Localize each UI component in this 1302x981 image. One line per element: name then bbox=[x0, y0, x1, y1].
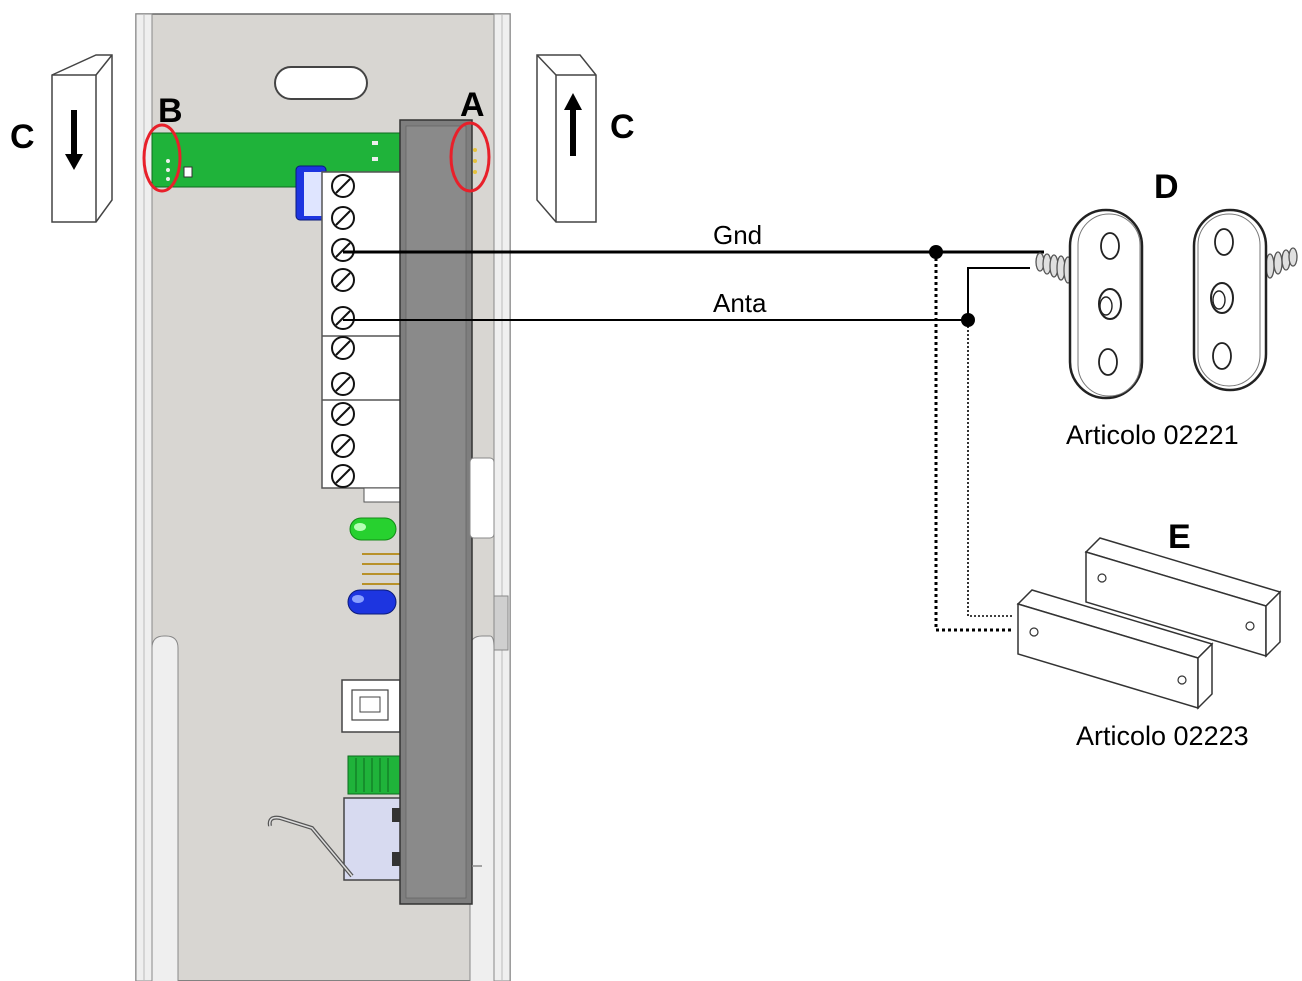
highlight-a bbox=[449, 121, 491, 193]
wire-gnd bbox=[343, 245, 1044, 259]
article-e-label: Articolo 02223 bbox=[1076, 721, 1249, 751]
terminal-screw bbox=[331, 206, 355, 230]
pcb-board bbox=[151, 132, 403, 221]
led-blue bbox=[347, 589, 397, 615]
terminal-screw bbox=[331, 268, 355, 292]
terminal-screw bbox=[331, 174, 355, 198]
highlight-b bbox=[142, 123, 182, 193]
contact-d-left bbox=[1035, 208, 1144, 400]
magnet-left bbox=[51, 54, 113, 223]
relay-module bbox=[343, 797, 403, 881]
label-e: E bbox=[1168, 518, 1191, 556]
pin-header bbox=[362, 553, 400, 585]
terminal-screws bbox=[331, 174, 355, 488]
arrow-up-icon bbox=[564, 93, 582, 156]
terminal-screw bbox=[331, 372, 355, 396]
terminal-screw bbox=[331, 336, 355, 360]
label-d: D bbox=[1154, 168, 1179, 206]
terminal-screw bbox=[331, 434, 355, 458]
terminal-screw bbox=[331, 402, 355, 426]
label-c-right: C bbox=[610, 108, 635, 146]
label-a: A bbox=[460, 86, 485, 124]
wire-dotted-e bbox=[934, 258, 1014, 632]
spring-clip bbox=[267, 815, 354, 878]
contact-d-right bbox=[1192, 208, 1298, 392]
heatsink bbox=[347, 755, 401, 795]
article-d-label: Articolo 02221 bbox=[1066, 420, 1239, 450]
arrow-down-icon bbox=[65, 110, 83, 170]
usb-connector bbox=[341, 679, 401, 733]
wire-label-gnd: Gnd bbox=[713, 220, 762, 250]
terminal-screw bbox=[331, 306, 355, 330]
terminal-screw bbox=[331, 464, 355, 488]
magnet-right bbox=[536, 54, 597, 223]
wire-anta bbox=[343, 267, 1030, 327]
terminal-screw bbox=[331, 238, 355, 262]
label-b: B bbox=[158, 92, 183, 130]
label-c-left: C bbox=[10, 118, 35, 156]
led-green bbox=[349, 517, 397, 541]
mounting-hole bbox=[274, 66, 368, 100]
wire-label-anta: Anta bbox=[713, 288, 767, 318]
contact-e-front bbox=[1016, 589, 1214, 710]
contact-e-back bbox=[1084, 537, 1282, 658]
